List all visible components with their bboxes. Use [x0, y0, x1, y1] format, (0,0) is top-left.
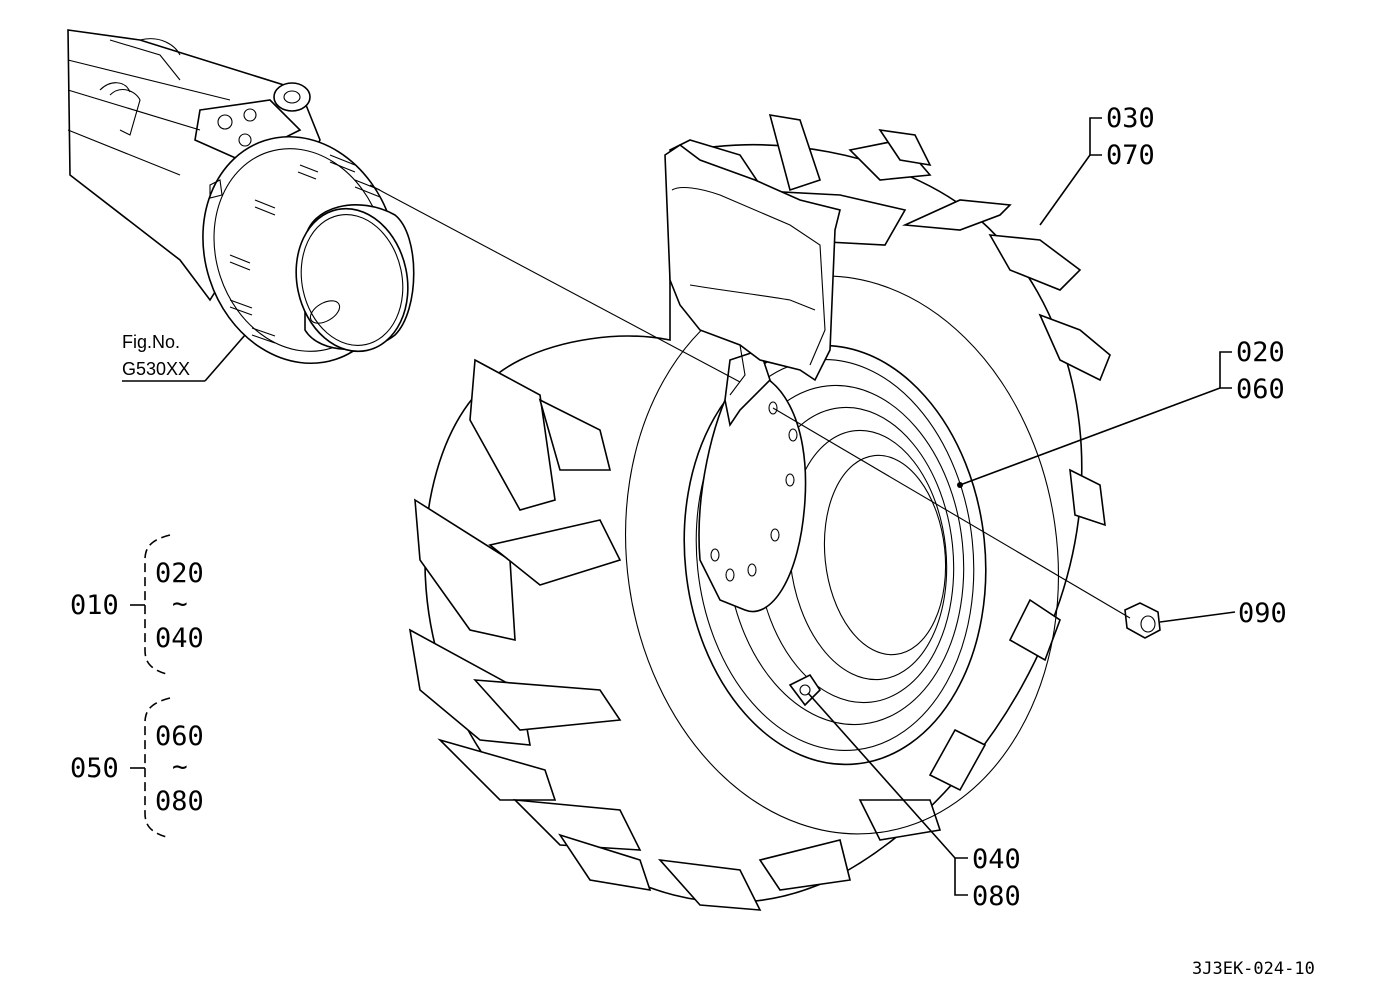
wheel-nut-part [1124, 602, 1161, 639]
legend-tilde-1: ~ [172, 589, 188, 619]
legend-to-040: 040 [155, 623, 204, 654]
callout-020: 020 [1236, 337, 1285, 368]
axle-hub-assembly [67, 29, 415, 365]
callout-040: 040 [972, 844, 1021, 875]
callout-030: 030 [1106, 103, 1155, 134]
legend-from-060: 060 [155, 721, 204, 752]
callout-080: 080 [972, 881, 1021, 912]
wheel-assembly [408, 114, 1111, 911]
legend-assembly-050: 050 [70, 753, 119, 784]
legend-to-080: 080 [155, 786, 204, 817]
legend-assembly-010: 010 [70, 590, 119, 621]
assembly-legend-050: 050 060 ~ 080 [70, 697, 204, 839]
drawing-code: 3J3EK-024-10 [1192, 959, 1315, 979]
legend-from-020: 020 [155, 558, 204, 589]
assembly-legend-010: 010 020 ~ 040 [70, 534, 204, 676]
callout-070: 070 [1106, 140, 1155, 171]
legend-tilde-2: ~ [172, 752, 188, 782]
callout-060: 060 [1236, 374, 1285, 405]
fig-ref-number: G530XX [122, 359, 190, 379]
callout-090: 090 [1238, 598, 1287, 629]
leader-lines [122, 117, 1236, 896]
fig-ref-label: Fig.No. [122, 332, 180, 352]
